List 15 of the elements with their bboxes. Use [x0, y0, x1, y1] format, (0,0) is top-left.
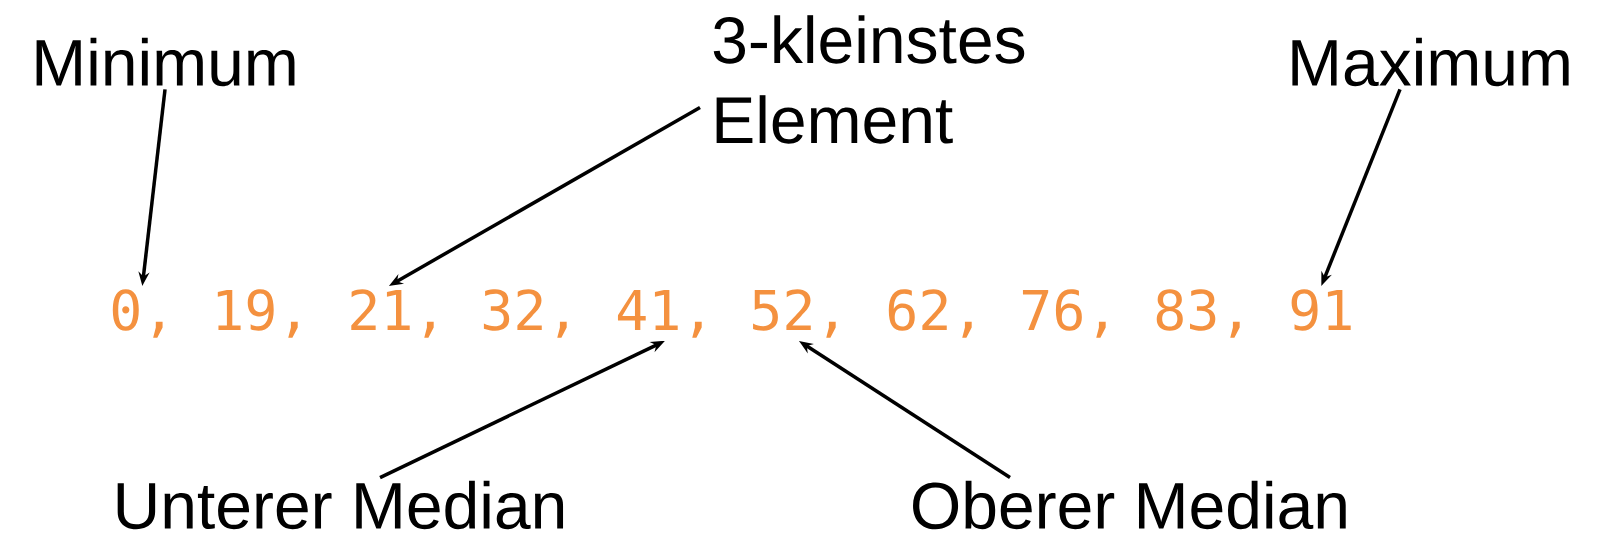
number: 91 — [1291, 289, 1351, 331]
label: Oberer Median — [913, 480, 1346, 530]
number: 19, — [217, 289, 298, 338]
number: 62, — [888, 289, 972, 338]
number: 41, — [617, 289, 702, 338]
number: 76, — [1022, 289, 1106, 338]
number: 32, — [483, 289, 567, 338]
number: 52, — [753, 289, 836, 338]
number: 21, — [351, 289, 434, 338]
label: Maximum — [1292, 37, 1569, 87]
number: 83, — [1156, 289, 1240, 338]
label: 3-kleinstes Element — [713, 15, 1025, 144]
label: Unterer Median — [117, 480, 564, 530]
label: Minimum — [36, 37, 295, 87]
number: 0, — [112, 289, 163, 338]
